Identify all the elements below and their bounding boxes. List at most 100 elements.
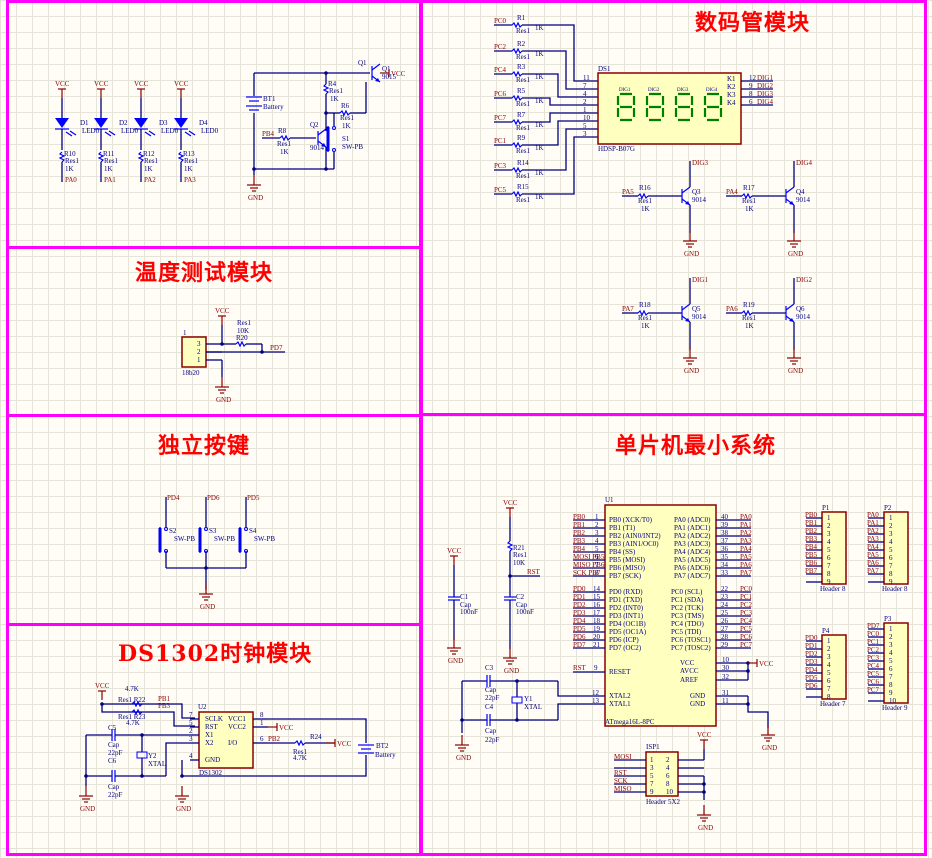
- u1-net-label: PB2: [573, 529, 586, 537]
- res-type: Res1: [184, 157, 199, 165]
- driver-q-ref: Q4: [796, 188, 805, 196]
- segment-res-type: Res1: [516, 76, 531, 84]
- res-value: 1K: [184, 165, 193, 173]
- ds1-pin-number: 10: [583, 114, 591, 122]
- led-type: LED0: [161, 127, 179, 135]
- u1-pin-label: AREF: [680, 676, 698, 684]
- u1-net-label: PA2: [740, 529, 752, 537]
- gnd-label: GND: [504, 667, 519, 675]
- header-body: [821, 511, 847, 585]
- u1-pin-label: AVCC: [680, 667, 699, 675]
- q1-label: Q1: [382, 65, 391, 73]
- header-pin: 7: [827, 562, 831, 570]
- button-ref: S4: [249, 527, 257, 535]
- button-net-label: PD5: [247, 494, 260, 502]
- vcc-label: VCC: [94, 80, 109, 88]
- vcc-label: VCC: [759, 660, 774, 668]
- u2-pin-number: 3: [189, 735, 193, 743]
- ds18b20-pin-top: 1: [183, 329, 187, 337]
- segment-res-type: Res1: [516, 124, 531, 132]
- y2-type: XTAL: [148, 760, 166, 768]
- header-net-label: PA3: [867, 535, 879, 543]
- r20-resistor: [235, 340, 247, 348]
- u1-net-label: PD5: [573, 625, 586, 633]
- header-pin: 7: [889, 562, 893, 570]
- segment-route: [540, 120, 598, 146]
- c2-type: Cap: [516, 601, 528, 609]
- header-net-label: PB2: [805, 527, 818, 535]
- header-net-label: PA0: [867, 511, 879, 519]
- q2-ref: Q2: [310, 121, 319, 129]
- u1-pin-label: PC0 (SCL): [671, 588, 703, 596]
- u1-pin-label: PC5 (TDI): [671, 628, 702, 636]
- switch-contact: [164, 527, 168, 531]
- header-pin: 5: [827, 669, 831, 677]
- u1-net-label: PD6: [573, 633, 586, 641]
- led-net-label: PA3: [184, 176, 196, 184]
- ds18b20-pin: 2: [197, 348, 201, 356]
- u1-pin-number: 33: [721, 569, 729, 577]
- display-net-label: PC6: [494, 90, 507, 98]
- gnd-label: GND: [684, 250, 699, 258]
- driver-q-ref: Q5: [692, 305, 701, 313]
- r21-resistor: [506, 540, 514, 552]
- led-type: LED0: [201, 127, 219, 135]
- u1-pin-label: PA2 (ADC2): [674, 532, 711, 540]
- r4-resistor: [322, 83, 330, 95]
- seven-segment-digit: [703, 92, 723, 122]
- u1-pin-label: PA6 (ADC6): [674, 564, 711, 572]
- led-diode-icon: [174, 118, 188, 128]
- display-net-label: PC3: [494, 162, 507, 170]
- driver-net-label: PA6: [726, 305, 738, 313]
- u1-pin-number: 29: [721, 641, 729, 649]
- u1-pin-number: 16: [593, 601, 601, 609]
- u1-net-label: PC1: [740, 593, 753, 601]
- u2-pin-label: SCLK: [205, 715, 223, 723]
- segment-res-type: Res1: [516, 53, 531, 61]
- c6-ref: C6: [108, 757, 117, 765]
- u1-pin-number: 23: [721, 593, 729, 601]
- display-net-label: PC2: [494, 43, 507, 51]
- ds1-common-pin: K1: [727, 75, 736, 83]
- header-net-label: PA1: [867, 519, 879, 527]
- ds18b20-pin: 3: [197, 340, 201, 348]
- segment-resistor: [511, 190, 523, 198]
- ds1-common-pin: K4: [727, 99, 736, 107]
- u1-pin-label: PC2 (TCK): [671, 604, 704, 612]
- res-ref: R13: [183, 150, 195, 158]
- emitter-arrow: [789, 201, 794, 205]
- u1-pin-number: 13: [592, 697, 600, 705]
- emitter-arrow: [321, 143, 326, 147]
- emitter-arrow: [685, 318, 690, 322]
- wire: [557, 681, 605, 697]
- c6-value: 22pF: [108, 791, 123, 799]
- led-resistor: [97, 151, 105, 163]
- vcc-label: VCC: [337, 740, 352, 748]
- emitter-arrow: [789, 318, 794, 322]
- segment-route: [540, 50, 598, 90]
- u1-pin-label: PB4 (SS): [609, 548, 636, 556]
- button-type: SW-PB: [214, 535, 235, 543]
- header-pin: 4: [827, 538, 831, 546]
- bt1-type: Battery: [263, 103, 284, 111]
- u1-net-label: PD2: [573, 601, 586, 609]
- u1-net-label: PA4: [740, 545, 752, 553]
- header-pin: 5: [889, 657, 893, 665]
- digit-label: DIG4: [706, 88, 718, 93]
- segment-resistor: [511, 70, 523, 78]
- header-type: Header 8: [820, 585, 846, 593]
- u1-pin-label: PD4 (OC1B): [609, 620, 646, 628]
- ds1302-body: [198, 711, 254, 769]
- c5-value: 22pF: [108, 749, 123, 757]
- led-diode-icon: [55, 118, 69, 128]
- led-ref: D4: [199, 119, 208, 127]
- u1-pin-number: 17: [593, 609, 601, 617]
- driver-resistor: [637, 192, 649, 200]
- u1-pin-number: 4: [595, 537, 599, 545]
- header-net-label: PD6: [805, 682, 818, 690]
- u1-pin-number: 19: [593, 625, 601, 633]
- bt2-type: Battery: [375, 751, 396, 759]
- segment-res-value: 1K: [535, 169, 544, 177]
- u1-pin-number: 27: [721, 625, 729, 633]
